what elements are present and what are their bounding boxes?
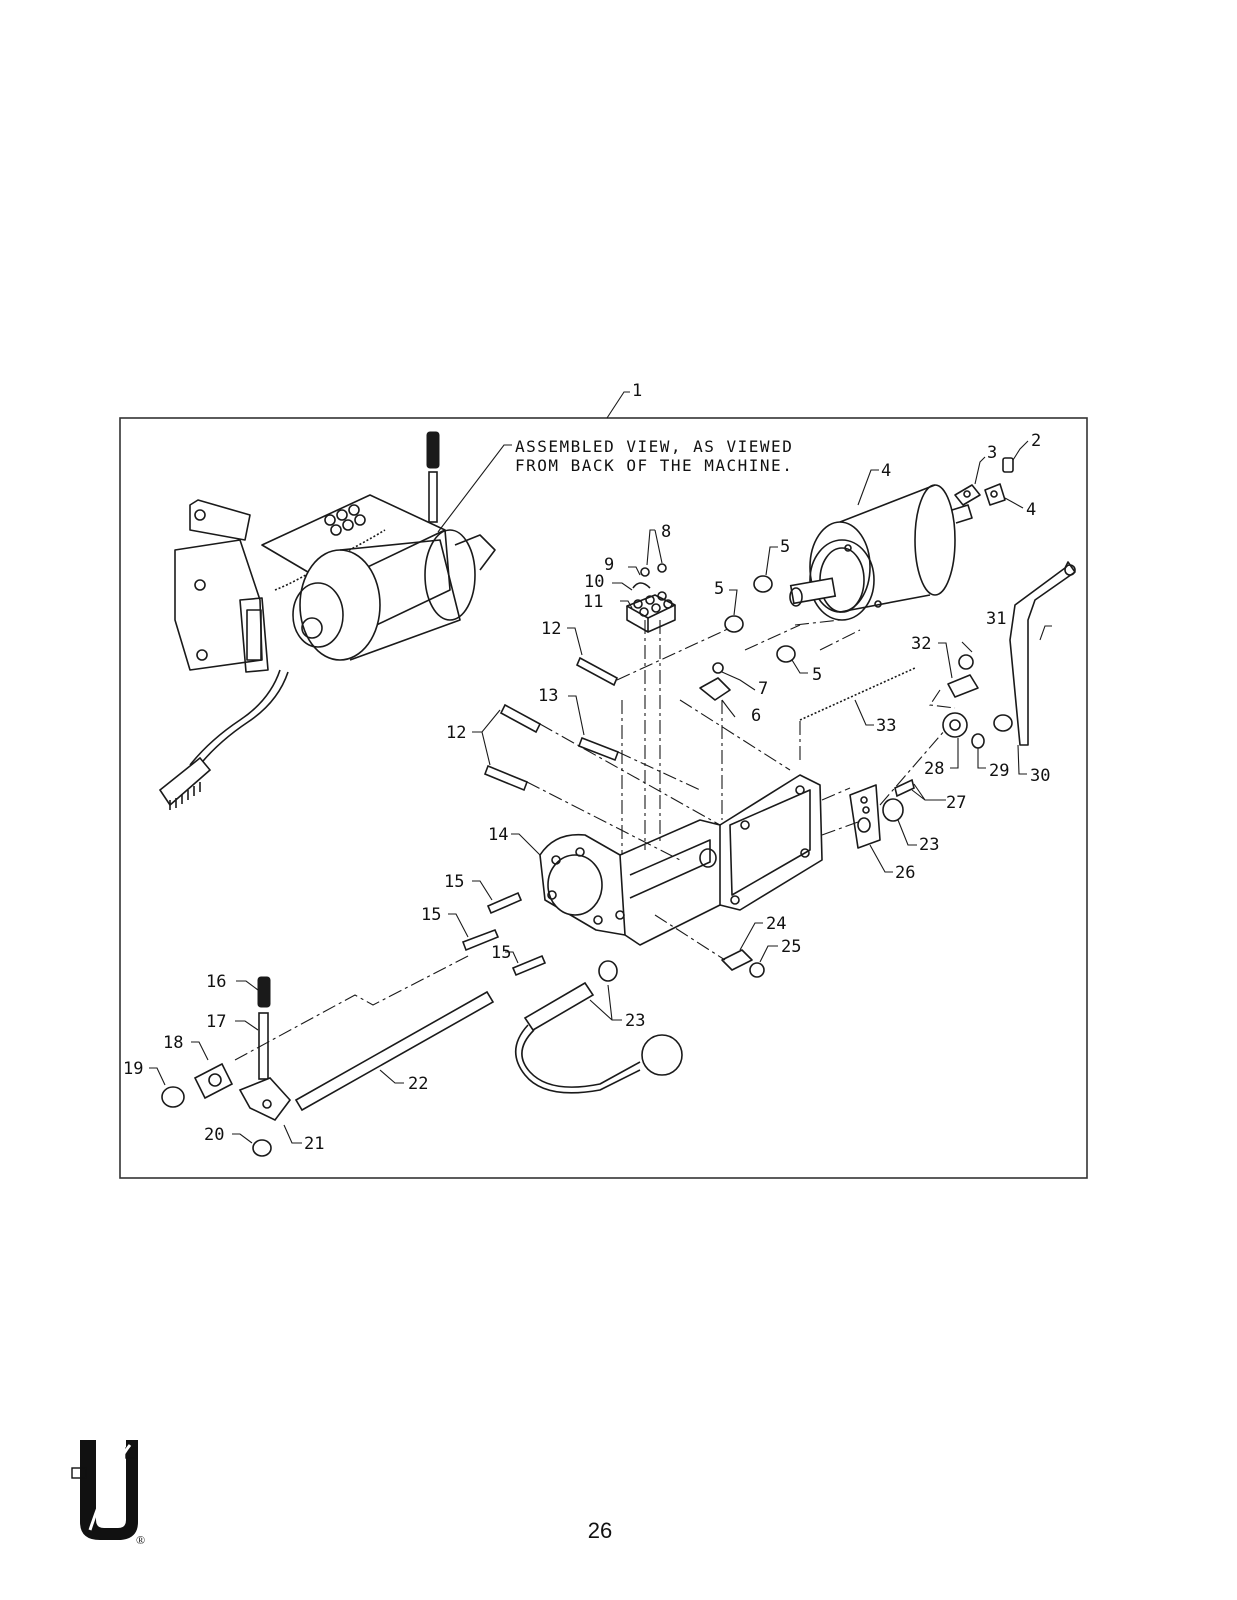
callout-23a: 23 <box>919 835 939 855</box>
spring-clip-part-10 <box>632 582 651 589</box>
brand-logo: ® <box>71 1440 145 1547</box>
screw-part-15a <box>486 891 523 915</box>
callout-1: 1 <box>632 381 642 401</box>
spring-part-33 <box>799 667 916 721</box>
callout-15b: 15 <box>421 905 441 925</box>
terminal-block-part-11 <box>626 591 676 633</box>
callout-31: 31 <box>986 609 1006 629</box>
screw-part-12b <box>499 703 542 734</box>
callout-23b: 23 <box>625 1011 645 1031</box>
callout-18: 18 <box>163 1033 183 1053</box>
callout-12a: 12 <box>541 619 561 639</box>
screw-part-25 <box>749 962 765 978</box>
callout-25: 25 <box>781 937 801 957</box>
arm-part-21 <box>238 1077 292 1122</box>
screw-part-27 <box>894 778 915 798</box>
callout-17: 17 <box>206 1012 226 1032</box>
plate-part-24 <box>721 949 753 971</box>
screw-part-15c <box>511 954 547 977</box>
callout-29: 29 <box>989 761 1009 781</box>
callout-26: 26 <box>895 863 915 883</box>
bushing-part-5a <box>753 575 773 593</box>
callout-21: 21 <box>304 1134 324 1154</box>
assembled-view-note-line1: ASSEMBLED VIEW, AS VIEWED <box>515 437 793 456</box>
callout-5b: 5 <box>714 579 724 599</box>
screw-part-31 <box>958 654 974 670</box>
callout-30: 30 <box>1030 766 1050 786</box>
callout-27: 27 <box>946 793 966 813</box>
callout-16: 16 <box>206 972 226 992</box>
logo-registered: ® <box>136 1533 145 1547</box>
callout-2: 2 <box>1031 431 1041 451</box>
assembled-view-note-line2: FROM BACK OF THE MACHINE. <box>515 456 793 475</box>
screw-part-12a <box>575 656 619 687</box>
callout-15a: 15 <box>444 872 464 892</box>
callout-14: 14 <box>488 825 508 845</box>
callout-leaders <box>149 440 1052 1144</box>
callout-24: 24 <box>766 914 786 934</box>
screw-part-2 <box>1002 457 1014 473</box>
center-lines <box>234 619 956 1061</box>
callout-5c: 5 <box>812 665 822 685</box>
bracket-part-3 <box>954 484 981 506</box>
housing-part-14 <box>539 774 823 946</box>
pin-part-17 <box>258 1012 269 1080</box>
callout-28: 28 <box>924 759 944 779</box>
clamp-part-6 <box>699 677 731 701</box>
ring-part-29 <box>971 733 985 749</box>
callout-4a: 4 <box>881 461 891 481</box>
callout-3: 3 <box>987 443 997 463</box>
callout-12b: 12 <box>446 723 466 743</box>
screw-part-13 <box>577 736 620 762</box>
callout-8: 8 <box>661 522 671 542</box>
lever-part-30 <box>1009 561 1076 746</box>
callout-6: 6 <box>751 706 761 726</box>
callout-22: 22 <box>408 1074 428 1094</box>
washer-part-4 <box>984 483 1006 506</box>
shaft-part-22 <box>294 990 495 1112</box>
nut-part-20 <box>252 1139 272 1157</box>
screw-part-9 <box>640 567 650 577</box>
note-leader <box>437 444 512 533</box>
screw-part-15b <box>461 928 500 952</box>
callout-32: 32 <box>911 634 931 654</box>
callout-15c: 15 <box>491 943 511 963</box>
bracket-part-26 <box>849 784 881 849</box>
callout-20: 20 <box>204 1125 224 1145</box>
callout-10: 10 <box>584 572 604 592</box>
plate-part-32 <box>947 674 979 698</box>
bushing-part-5b <box>724 615 744 633</box>
callout-11: 11 <box>583 592 603 612</box>
callout-13: 13 <box>538 686 558 706</box>
page-number: 26 <box>588 1518 612 1543</box>
solenoid-part-4 <box>789 484 973 621</box>
callout-4b: 4 <box>1026 500 1036 520</box>
callout-7: 7 <box>758 679 768 699</box>
screw-part-12c <box>483 764 529 792</box>
screw-part-7 <box>712 662 724 674</box>
callout-9: 9 <box>604 555 614 575</box>
leader-1 <box>606 391 630 419</box>
spring-part-16 <box>257 976 271 1008</box>
callout-33: 33 <box>876 716 896 736</box>
diagram-frame <box>119 417 1088 1179</box>
screw-part-8 <box>657 563 667 573</box>
nut-part-23a <box>882 798 904 822</box>
bushing-part-5c <box>776 645 796 663</box>
washer-part-28 <box>942 712 968 738</box>
cable-part-23 <box>514 960 683 1094</box>
callout-19: 19 <box>123 1059 143 1079</box>
nut-part-19 <box>161 1086 185 1108</box>
assembled-view <box>158 431 496 810</box>
collar-part-18 <box>193 1062 234 1100</box>
callout-5a: 5 <box>780 537 790 557</box>
